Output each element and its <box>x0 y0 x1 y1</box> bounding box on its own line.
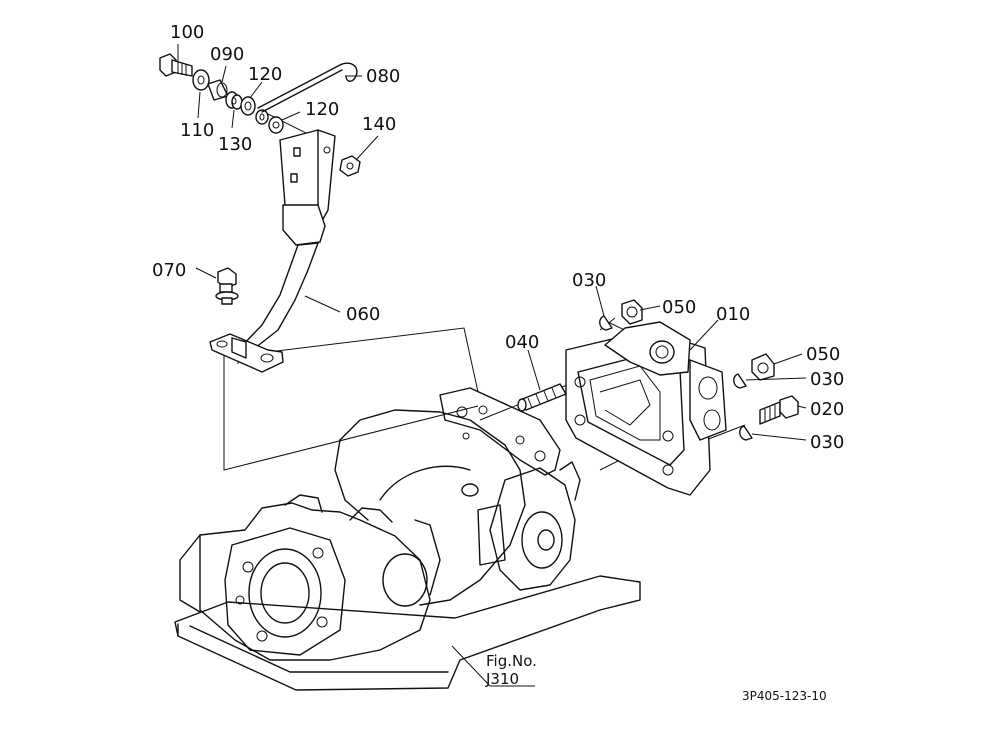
bracket-010 <box>565 317 727 496</box>
callout-010: 010 <box>716 304 750 325</box>
callout-140: 140 <box>362 114 396 135</box>
washer-120-b <box>255 109 269 125</box>
leader-lines <box>177 44 807 687</box>
callout-120-mid: 120 <box>305 99 339 120</box>
callout-070: 070 <box>152 260 186 281</box>
spring-130 <box>225 91 243 110</box>
callout-060: 060 <box>346 304 380 325</box>
figure-label: Fig.No. <box>486 652 537 670</box>
bolt-020 <box>759 395 799 425</box>
collar-090 <box>207 79 229 101</box>
washer-120-c <box>268 116 284 134</box>
callout-040: 040 <box>505 332 539 353</box>
collar-050-right <box>751 353 775 381</box>
callout-100: 100 <box>170 22 204 43</box>
collar-050-top <box>621 299 643 325</box>
figure-number: J310 <box>485 670 519 688</box>
clip-030-top <box>599 315 613 331</box>
pin-040 <box>517 383 567 412</box>
clip-030-right-a <box>733 373 747 389</box>
transmission-housing <box>174 387 641 691</box>
washer-120-a <box>240 96 256 116</box>
callout-030-right: 030 <box>810 369 844 390</box>
callout-030-top: 030 <box>572 270 606 291</box>
callout-020: 020 <box>810 399 844 420</box>
bolt-100 <box>159 53 193 77</box>
callout-110: 110 <box>180 120 214 141</box>
callout-030-bottom: 030 <box>810 432 844 453</box>
callout-080: 080 <box>366 66 400 87</box>
callout-050-top: 050 <box>662 297 696 318</box>
callout-130: 130 <box>218 134 252 155</box>
callout-090: 090 <box>210 44 244 65</box>
drawing-reference: 3P405-123-10 <box>742 689 827 703</box>
bolt-070 <box>215 267 239 305</box>
callout-120-top: 120 <box>248 64 282 85</box>
nut-140 <box>339 155 361 177</box>
washer-110 <box>192 69 210 91</box>
callout-050-right: 050 <box>806 344 840 365</box>
pedal-arm <box>209 129 336 373</box>
clip-030-right-b <box>739 425 753 441</box>
callout-labels: 100 090 120 080 110 130 120 140 070 060 … <box>152 22 844 453</box>
